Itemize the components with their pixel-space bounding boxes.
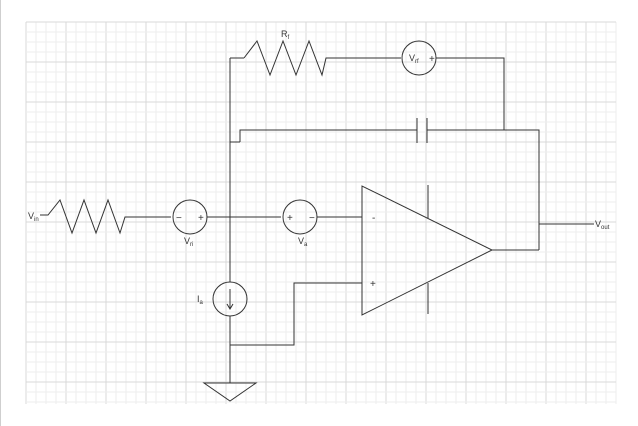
opamp-noninverting-sign: + (370, 279, 376, 290)
circuit (40, 39, 594, 402)
vrf-plus-sign: + (429, 54, 435, 65)
page-left-border (0, 0, 1, 426)
va-plus-sign: + (287, 213, 293, 224)
wire-cap-left (239, 129, 417, 142)
wire-rf-right (436, 57, 505, 130)
wire-cap-right (427, 129, 540, 250)
rf-label: Rf (281, 29, 290, 41)
feedback-resistor[interactable] (243, 39, 401, 77)
ground-symbol[interactable] (202, 382, 258, 402)
op-amp[interactable] (361, 185, 494, 316)
input-resistor[interactable] (40, 198, 171, 235)
ia-source[interactable] (212, 281, 248, 317)
ia-arrow-icon (226, 303, 234, 310)
vin-label: Vin (28, 211, 39, 223)
wire-vout (538, 223, 594, 250)
va-minus-sign: − (309, 213, 315, 224)
opamp-inverting-sign: - (372, 213, 375, 224)
vrf-label: Vrf (409, 53, 419, 65)
background-grid (25, 21, 617, 404)
vri-minus-sign: − (176, 213, 182, 224)
vri-label: Vri (184, 236, 193, 248)
ia-label: Ia (197, 294, 204, 306)
vout-label: Vout (595, 219, 610, 231)
wire-noninverting-input (230, 282, 362, 346)
vri-plus-sign: + (198, 213, 204, 224)
va-label: Va (298, 236, 308, 248)
